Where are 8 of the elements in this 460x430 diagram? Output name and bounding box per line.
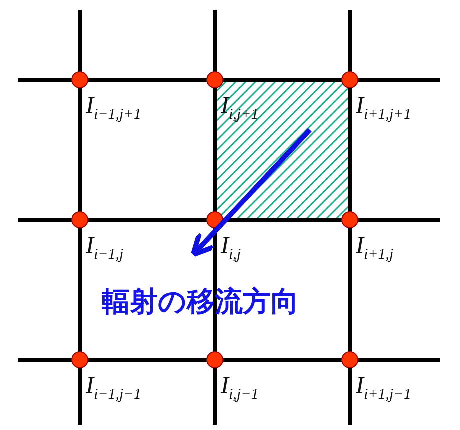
grid-point-label: I$_{i,j}$ bbox=[221, 234, 242, 263]
grid-point-label: I$_{i+1,j}$ bbox=[356, 234, 394, 263]
grid-point-label: I$_{i+1,j−1}$ bbox=[356, 374, 412, 403]
grid-point-label: I$_{i−1,j}$ bbox=[86, 234, 124, 263]
grid-point-label: I$_{i+1,j+1}$ bbox=[356, 94, 412, 123]
grid-point-label: I$_{i−1,j−1}$ bbox=[86, 374, 142, 403]
grid-point-label: I$_{i−1,j+1}$ bbox=[86, 94, 142, 123]
grid-point-label: I$_{i,j−1}$ bbox=[221, 374, 259, 403]
